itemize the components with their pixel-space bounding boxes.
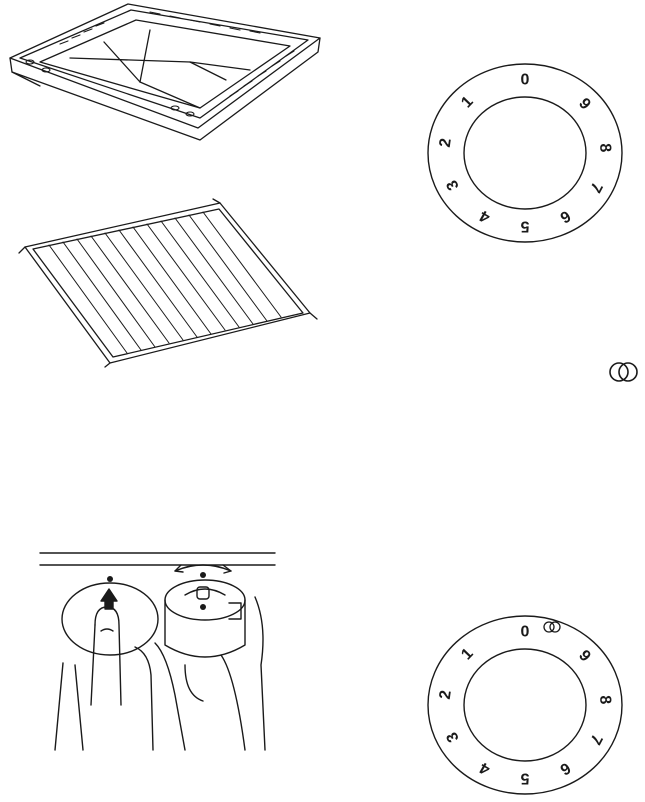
dial-top-label-3: 3 — [443, 177, 462, 193]
wire-shelf-illustration — [15, 195, 325, 375]
baking-tray-illustration — [0, 0, 330, 150]
dial-top-label-8: 8 — [596, 143, 614, 153]
dial-top-label-7: 7 — [586, 179, 605, 195]
dial-bottom-label-7: 7 — [586, 731, 605, 747]
knob-operation-illustration — [35, 545, 280, 755]
dial-bottom-label-5: 5 — [520, 770, 529, 787]
dial-top-label-6: 6 — [557, 207, 573, 226]
dial-bottom-label-9: 9 — [575, 647, 594, 665]
dial-bottom-label-8: 8 — [596, 695, 614, 705]
dial-top-label-0: 0 — [521, 72, 530, 89]
dial-top-label-2: 2 — [437, 137, 455, 148]
dial-bottom-label-4: 4 — [477, 759, 493, 778]
double-circle-icon — [544, 622, 560, 632]
dial-top-label-5: 5 — [520, 218, 529, 235]
dial-bottom-label-0: 0 — [521, 624, 530, 641]
dial-top-label-1: 1 — [458, 93, 476, 111]
dial-bottom-label-3: 3 — [443, 729, 462, 745]
dial-bottom-label-2: 2 — [437, 689, 455, 700]
dial-bottom-label-6: 6 — [557, 759, 573, 778]
dial-top-label-4: 4 — [477, 207, 493, 226]
dial-top-label-9: 9 — [575, 95, 594, 113]
dial-bottom-label-1: 1 — [458, 645, 476, 663]
double-circle-icon — [607, 360, 641, 384]
